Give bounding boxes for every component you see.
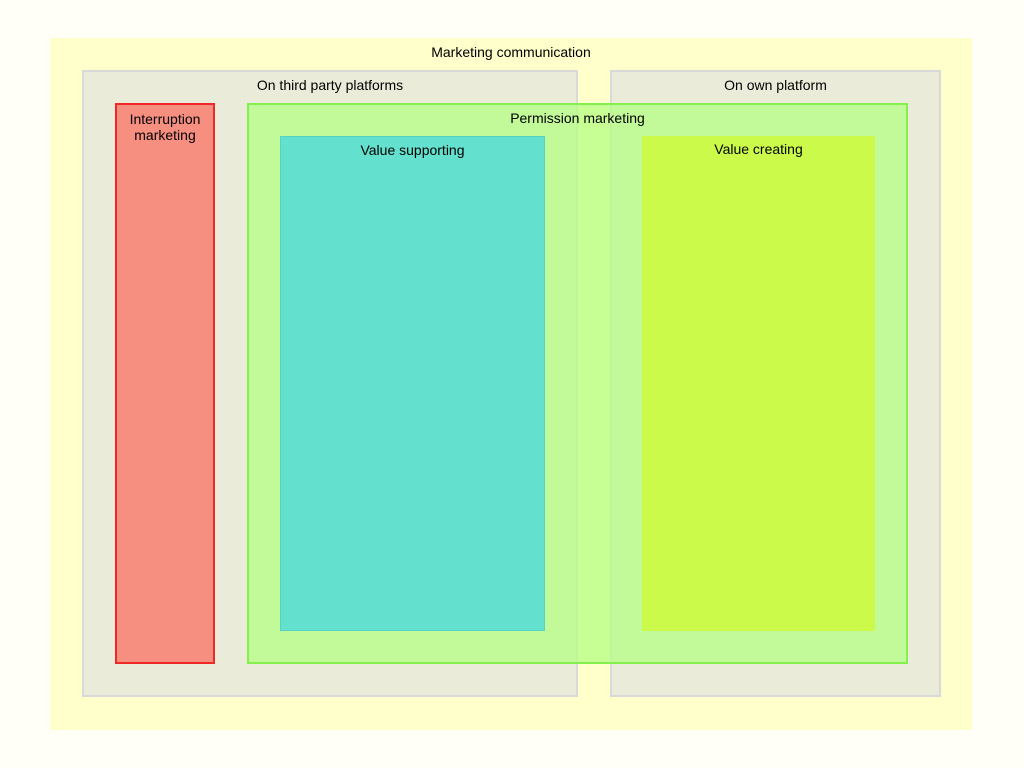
interruption-marketing-box: Interruption marketing	[115, 103, 215, 664]
value-creating-box: Value creating	[642, 136, 875, 631]
interruption-marketing-label: Interruption marketing	[129, 111, 201, 143]
own-platform-label: On own platform	[724, 77, 827, 93]
value-creating-label: Value creating	[714, 141, 803, 157]
value-supporting-label: Value supporting	[360, 142, 465, 158]
marketing-communication-label: Marketing communication	[431, 44, 591, 60]
permission-marketing-label: Permission marketing	[510, 110, 645, 126]
third-party-platforms-label: On third party platforms	[256, 77, 404, 93]
value-supporting-box: Value supporting	[280, 136, 545, 631]
